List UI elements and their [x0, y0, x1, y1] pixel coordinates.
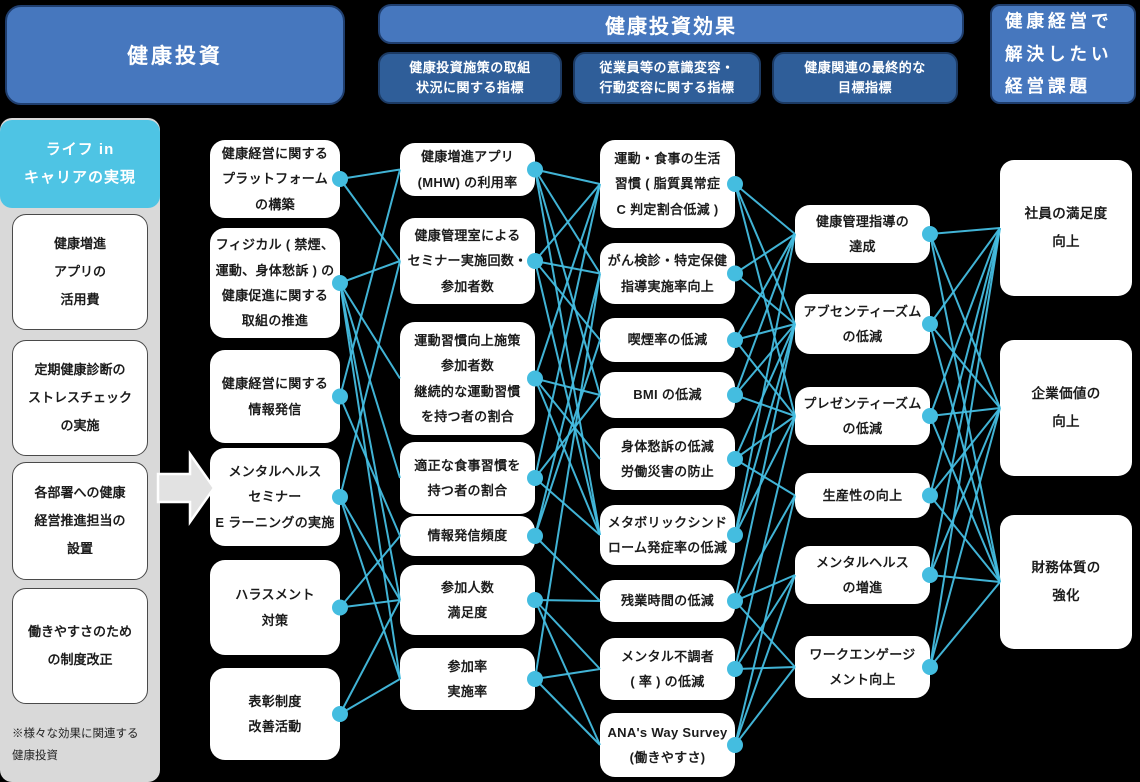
diagram-node: ハラスメント 対策	[210, 560, 340, 655]
life-career-title: ライフ in キャリアの実現	[0, 120, 160, 208]
diagram-node: 運動習慣向上施策 参加者数 継続的な運動習慣 を持つ者の割合	[400, 322, 535, 435]
diagram-node: BMI の低減	[600, 372, 735, 418]
diagram-node: 喫煙率の低減	[600, 318, 735, 362]
diagram-node: 健康経営に関する 情報発信	[210, 350, 340, 443]
flow-arrow-icon	[156, 450, 216, 526]
diagram-node: メンタルヘルス セミナー E ラーニングの実施	[210, 448, 340, 546]
diagram-node: 情報発信頻度	[400, 516, 535, 556]
diagram-node: 財務体質の 強化	[1000, 515, 1132, 649]
diagram-node: 参加率 実施率	[400, 648, 535, 710]
diagram-node: 健康経営に関する プラットフォーム の構築	[210, 140, 340, 218]
panel-item-workstyle-reform: 働きやすさのため の制度改正	[12, 588, 148, 704]
panel-item-dept-promotion-staff: 各部署への健康 経営推進担当の 設置	[12, 462, 148, 580]
diagram-node: 残業時間の低減	[600, 580, 735, 622]
diagram-node: メタボリックシンド ローム発症率の低減	[600, 505, 735, 565]
subheader-awareness-behavior-indicators: 従業員等の意識変容・ 行動変容に関する指標	[573, 52, 761, 104]
subheader-initiative-status-indicators: 健康投資施策の取組 状況に関する指標	[378, 52, 562, 104]
diagram-node: プレゼンティーズム の低減	[795, 387, 930, 445]
diagram-node: 運動・食事の生活 習慣 ( 脂質異常症 C 判定割合低減 )	[600, 140, 735, 228]
diagram-node: 参加人数 満足度	[400, 565, 535, 635]
diagram-node: ワークエンゲージ メント向上	[795, 636, 930, 698]
header-health-investment: 健康投資	[5, 5, 345, 105]
panel-footnote: ※様々な効果に関連する 健康投資	[12, 728, 139, 762]
diagram-node: メンタルヘルス の増進	[795, 546, 930, 604]
diagram-node: がん検診・特定保健 指導実施率向上	[600, 243, 735, 304]
diagram-node: 健康管理指導の 達成	[795, 205, 930, 263]
diagram-node: アブセンティーズム の低減	[795, 294, 930, 354]
diagram-node: 社員の満足度 向上	[1000, 160, 1132, 296]
diagram-node: 生産性の向上	[795, 473, 930, 518]
panel-item-health-checkup-stress-check: 定期健康診断の ストレスチェック の実施	[12, 340, 148, 456]
diagram-node: フィジカル ( 禁煙、 運動、身体愁訴 ) の 健康促進に関する 取組の推進	[210, 228, 340, 338]
diagram-node: 健康管理室による セミナー実施回数・ 参加者数	[400, 218, 535, 304]
panel-item-health-app-cost: 健康増進 アプリの 活用費	[12, 214, 148, 330]
header-management-issues: 健康経営で 解決したい 経営課題	[990, 4, 1136, 104]
diagram-node: 企業価値の 向上	[1000, 340, 1132, 476]
diagram-node: 健康増進アプリ (MHW) の利用率	[400, 143, 535, 196]
diagram-node: 適正な食事習慣を 持つ者の割合	[400, 442, 535, 514]
diagram-node: 身体愁訴の低減 労働災害の防止	[600, 428, 735, 490]
diagram-node: ANA's Way Survey (働きやすさ)	[600, 713, 735, 777]
subheader-final-goal-indicators: 健康関連の最終的な 目標指標	[772, 52, 958, 104]
diagram-node: メンタル不調者 ( 率 ) の低減	[600, 638, 735, 700]
diagram-node: 表彰制度 改善活動	[210, 668, 340, 760]
header-health-investment-effect: 健康投資効果	[378, 4, 964, 44]
